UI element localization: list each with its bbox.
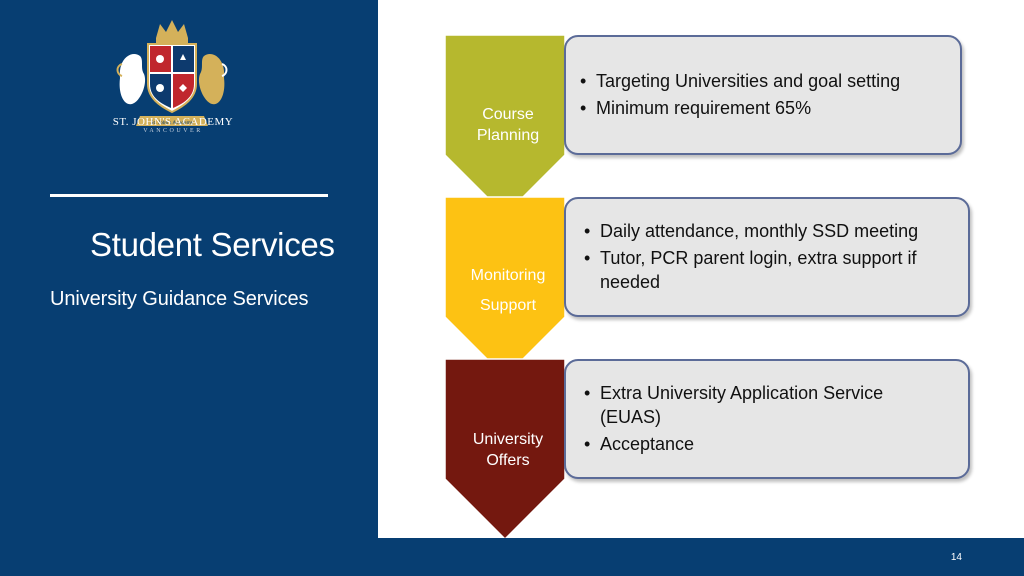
detail-bullet: Tutor, PCR parent login, extra support i… bbox=[584, 246, 956, 294]
stage-chevron-course-planning bbox=[444, 34, 566, 217]
stage-label-course-planning: Course Planning bbox=[448, 104, 568, 146]
stage-label-line: Support bbox=[479, 297, 537, 314]
page-title: Student Services bbox=[90, 226, 335, 263]
stage-label-monitoring-support: Monitoring Support bbox=[448, 261, 568, 321]
school-name: ST. JOHN'S ACADEMY bbox=[112, 116, 234, 128]
chevron-layer bbox=[444, 34, 566, 540]
stage-label-line: Planning bbox=[476, 127, 540, 144]
crown-icon bbox=[156, 20, 188, 38]
detail-bullet: Minimum requirement 65% bbox=[580, 96, 960, 120]
page-number: 14 bbox=[950, 552, 962, 563]
crest-banner bbox=[136, 116, 208, 126]
crest-logo: St. John's Academy bbox=[116, 20, 228, 126]
stage-label-line: Monitoring bbox=[470, 267, 546, 284]
stage-details-monitoring-support: Daily attendance, monthly SSD meeting Tu… bbox=[564, 197, 970, 317]
detail-bullet: Extra University Application Service (EU… bbox=[584, 381, 928, 429]
footer-bar: 14 bbox=[0, 538, 1024, 576]
stage-details-university-offers: Extra University Application Service (EU… bbox=[564, 359, 970, 479]
detail-bullet: Daily attendance, monthly SSD meeting bbox=[584, 219, 956, 243]
stage-details-course-planning: Targeting Universities and goal setting … bbox=[564, 35, 962, 155]
stage-label-university-offers: University Offers bbox=[448, 429, 568, 471]
crest-banner-text: St. John's Academy bbox=[150, 120, 193, 126]
stage-label-line: Offers bbox=[486, 452, 530, 469]
stage-label-line: University bbox=[472, 431, 544, 448]
page-subtitle: University Guidance Services bbox=[50, 288, 309, 310]
sidebar-panel: St. John's Academy ST. JOHN'S ACADEMY VA… bbox=[0, 0, 378, 576]
stage-chevron-monitoring-support bbox=[444, 196, 566, 379]
school-location: VANCOUVER bbox=[143, 128, 203, 134]
process-diagram: Course Planning Monitoring Support Unive… bbox=[440, 30, 980, 540]
detail-bullet: Targeting Universities and goal setting bbox=[580, 69, 960, 93]
right-supporter-icon bbox=[198, 54, 225, 105]
left-supporter-icon bbox=[119, 54, 146, 105]
detail-bullet: Acceptance bbox=[584, 432, 928, 456]
title-divider bbox=[50, 194, 328, 197]
stage-chevron-university-offers bbox=[444, 358, 566, 540]
stage-label-line: Course bbox=[482, 106, 534, 123]
